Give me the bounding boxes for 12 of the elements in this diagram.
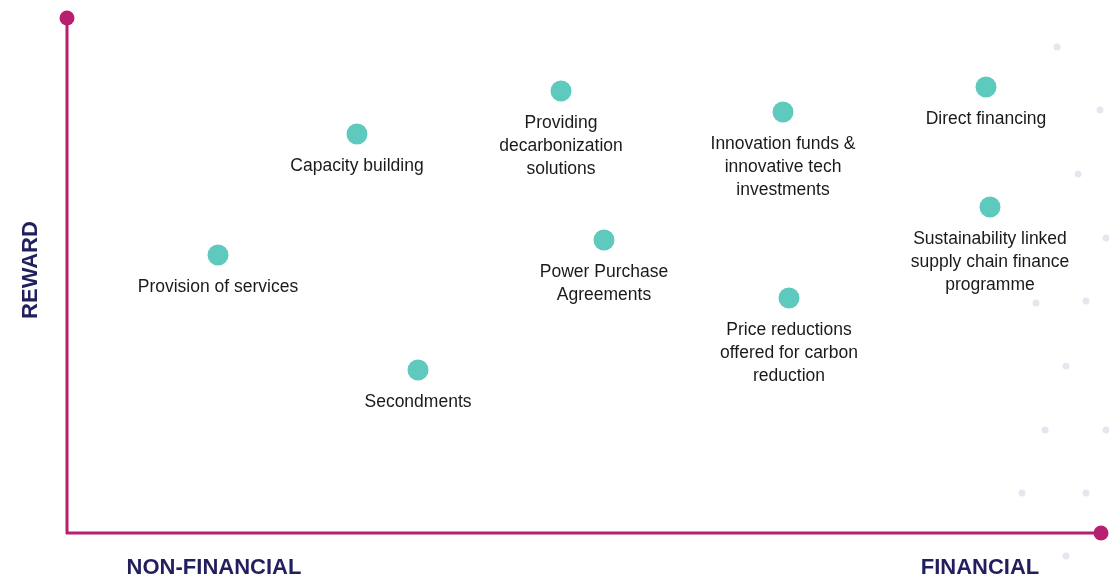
point-label: Innovation funds & innovative tech investments [709,132,857,201]
point-label: Sustainability linked supply chain finance programme [909,227,1071,296]
point-label: Secondments [364,390,472,413]
axis-end-label: NON-FINANCIAL [126,554,302,577]
point-label: Provision of services [137,275,299,298]
axis-end-label: FINANCIAL [920,554,1040,577]
point-label: Price reductions offered for carbon reduction [719,318,859,387]
point-label: Capacity building [290,154,424,177]
point-label: Direct financing [925,107,1047,130]
y-axis-title: REWARD [17,221,43,319]
point-label: Providing decarbonization solutions [498,111,624,180]
point-label: Power Purchase Agreements [538,260,670,306]
